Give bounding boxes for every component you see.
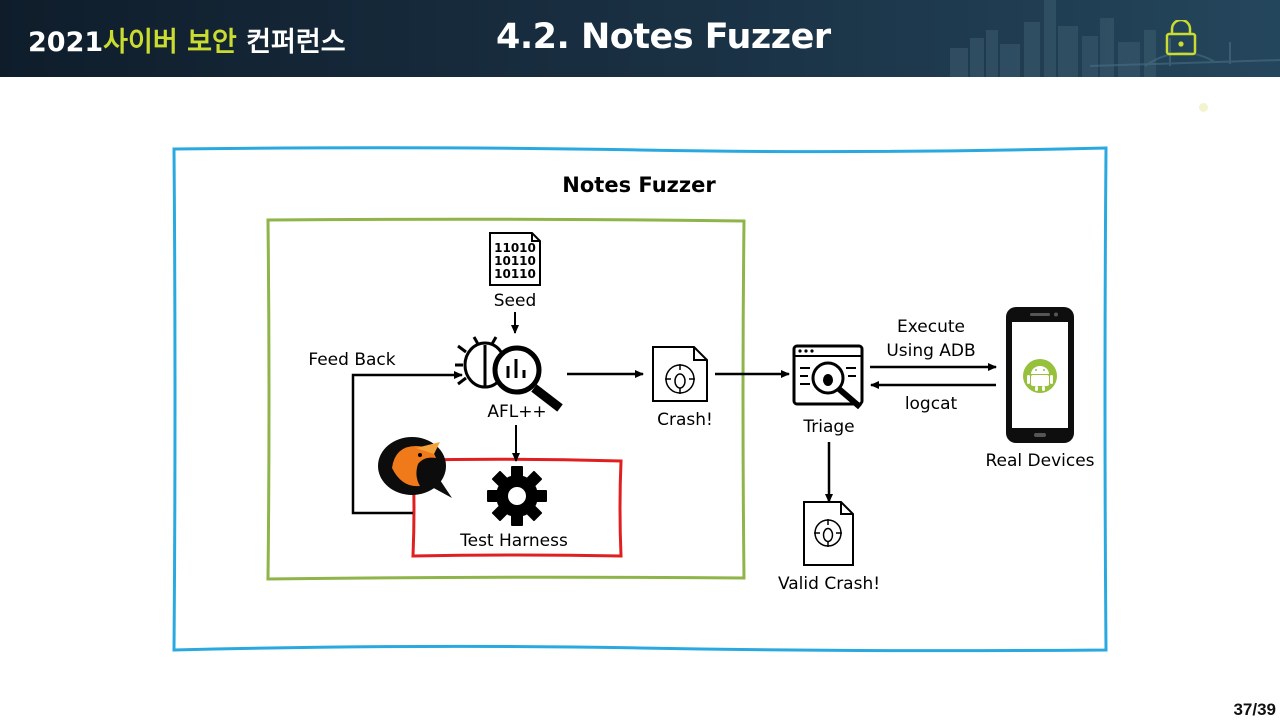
lock-icon: [1165, 20, 1197, 56]
bug-magnifier-icon: [455, 336, 563, 412]
crash-file-icon: [652, 346, 708, 402]
seed-bits-2: 10110: [494, 254, 536, 268]
slide-header: 2021사이버 보안 컨퍼런스 4.2. Notes Fuzzer: [0, 0, 1280, 77]
conference-title: 2021사이버 보안 컨퍼런스: [28, 20, 346, 59]
conference-year: 2021: [28, 27, 104, 58]
outer-frame: [172, 146, 1108, 653]
valid-crash-file-icon: [803, 501, 854, 566]
qemu-logo-icon: [378, 437, 452, 498]
feedback-label: Feed Back: [308, 350, 395, 370]
device-label: Real Devices: [985, 451, 1094, 471]
fuzzer-frame: [266, 217, 746, 581]
valid-crash-label: Valid Crash!: [778, 574, 880, 594]
seed-bits-1: 11010: [494, 241, 536, 255]
feedback-arrow: [351, 371, 463, 515]
diagram-title: Notes Fuzzer: [562, 173, 716, 197]
decorative-dot: [1199, 103, 1208, 112]
page-number: 37/39: [1233, 700, 1276, 719]
triage-window-icon: [792, 344, 864, 410]
binary-file-icon: 11010 10110 10110: [489, 232, 541, 286]
harness-frame: [411, 457, 623, 558]
harness-label: Test Harness: [459, 531, 568, 551]
conference-name: 컨퍼런스: [246, 27, 346, 58]
crash-label: Crash!: [657, 410, 713, 430]
triage-label: Triage: [802, 417, 854, 437]
execute-label-1: Execute: [897, 317, 965, 337]
skyline-graphic: [950, 0, 1280, 77]
android-icon: [1023, 359, 1057, 393]
slide-title: 4.2. Notes Fuzzer: [496, 17, 831, 57]
afl-label: AFL++: [487, 402, 546, 422]
seed-bits-3: 10110: [494, 267, 536, 281]
seed-label: Seed: [494, 291, 537, 311]
conference-highlight: 사이버 보안: [103, 27, 237, 58]
gear-icon: [487, 466, 547, 526]
execute-label-2: Using ADB: [886, 341, 975, 361]
logcat-label: logcat: [905, 394, 958, 414]
